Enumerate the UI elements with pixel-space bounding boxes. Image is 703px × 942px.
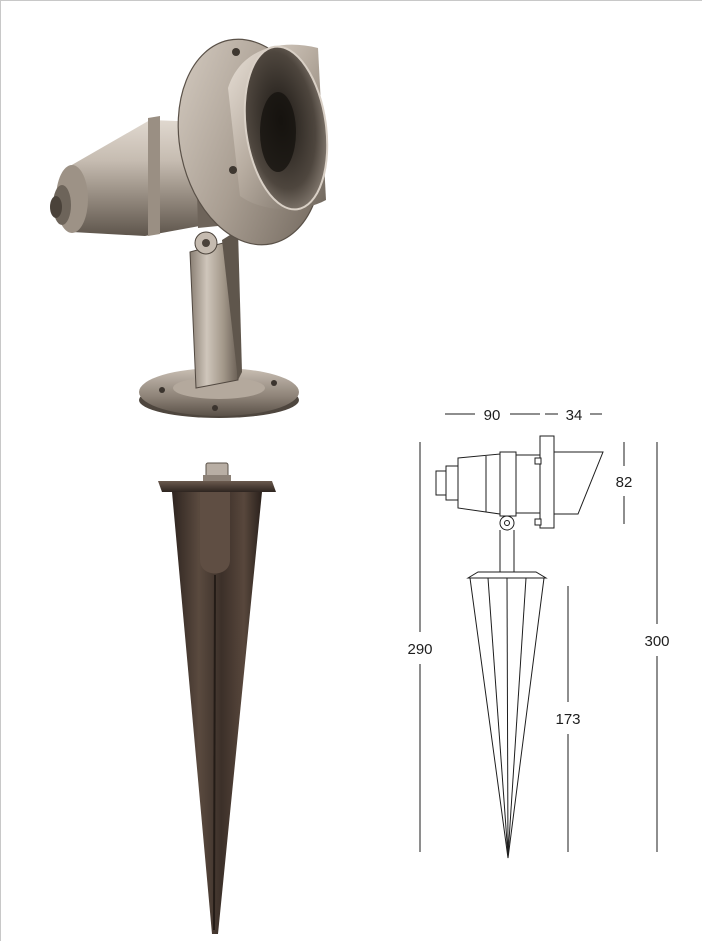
spike-blade [172,492,262,934]
dimension-height-left: 290 [407,641,432,658]
dimension-labels: 90 34 82 290 173 300 [407,407,669,728]
dimension-hood-depth: 34 [566,407,583,424]
dimension-head-height: 82 [616,474,633,491]
spike-rib [213,574,216,931]
lamp-hood [228,44,329,211]
technical-drawing [419,413,658,859]
drawing-spike [466,571,548,859]
dimension-width-top: 90 [484,407,501,424]
spike-socket [200,492,230,574]
spike-bolt [203,462,231,481]
spike-top-plate [158,481,276,492]
dimension-spike-length: 173 [555,711,580,728]
mounting-arm [189,230,242,389]
drawing-head [435,435,604,531]
drawing-stem [499,530,515,572]
dimension-lines [419,413,658,852]
ground-spike-photo [158,462,276,934]
spotlight-photo [50,38,329,418]
dimension-height-overall: 300 [644,633,669,650]
